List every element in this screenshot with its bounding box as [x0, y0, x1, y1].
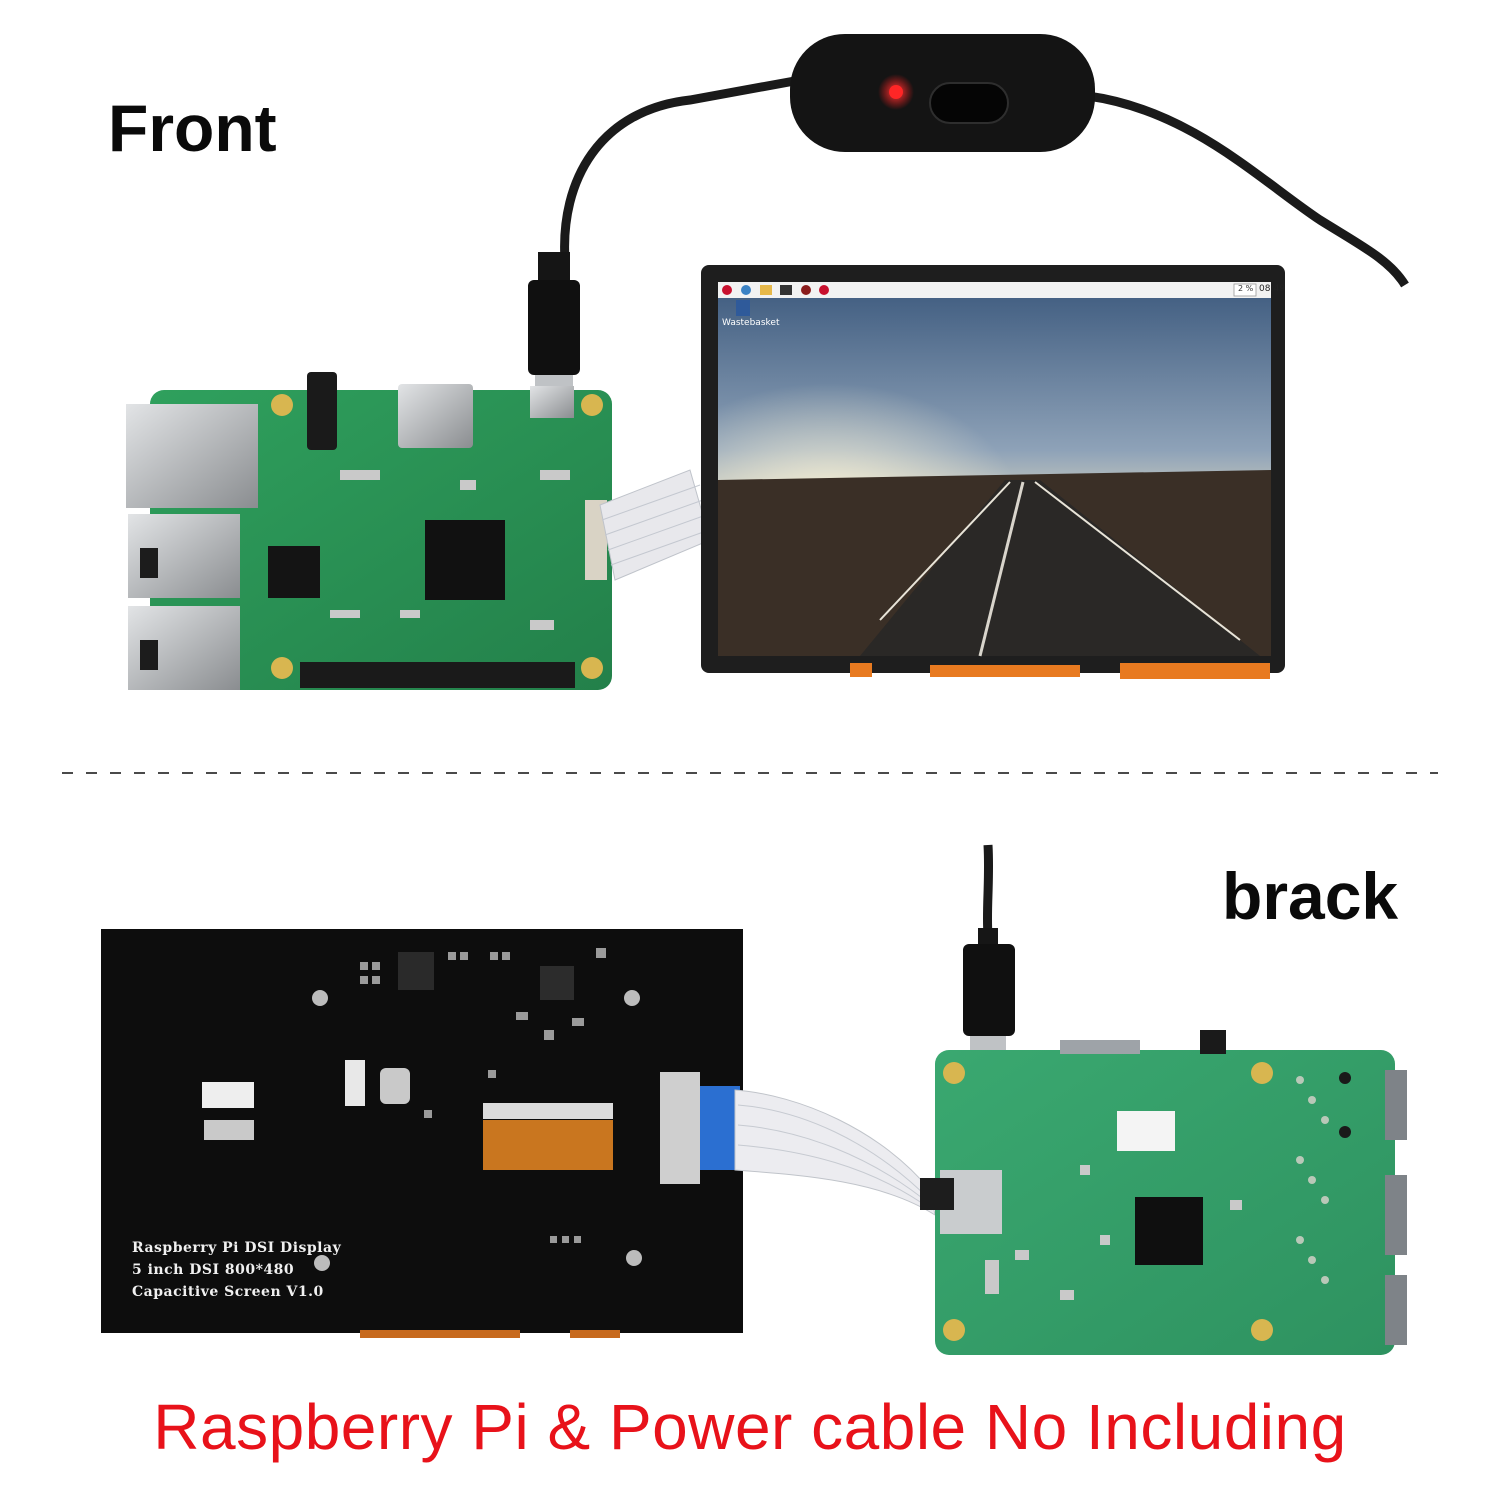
power-led: [889, 85, 903, 99]
soc-chip: [425, 520, 505, 600]
chip-ic: [398, 952, 434, 990]
soc-chip-back: [1135, 1197, 1203, 1265]
taskbar-launcher-icons: [722, 285, 829, 295]
taskbar: [718, 282, 1271, 298]
taskbar-clock: 08:49: [1259, 284, 1285, 294]
micro-usb-plug-back: [963, 944, 1015, 1036]
ethernet-port: [126, 404, 258, 508]
chip-small: [268, 546, 320, 598]
wastebasket-icon[interactable]: [736, 300, 750, 316]
display-back: [101, 929, 743, 1338]
road: [860, 480, 1260, 656]
raspberry-pi-board-front: [126, 372, 612, 690]
display-front: [701, 265, 1285, 679]
footer-notice: Raspberry Pi & Power cable No Including: [153, 1391, 1347, 1463]
ribbon-cable-back: [734, 1089, 936, 1217]
gpio-header: [300, 662, 575, 688]
hdmi-port: [398, 384, 473, 448]
fpc-connector-back: [483, 1120, 613, 1170]
back-label: brack: [1222, 859, 1399, 933]
taskbar-percent: 2 %: [1238, 284, 1254, 293]
raspberry-pi-board-back: [920, 1030, 1407, 1355]
silkscreen-line-3: Capacitive Screen V1.0: [132, 1284, 324, 1300]
power-cable-with-switch: [528, 34, 1409, 395]
power-cable-back: [963, 844, 1015, 1050]
silkscreen-line-1: Raspberry Pi DSI Display: [132, 1240, 342, 1256]
silkscreen-line-2: 5 inch DSI 800*480: [132, 1262, 295, 1278]
audio-jack: [307, 372, 337, 450]
desktop-icon-label: Wastebasket: [722, 318, 780, 328]
micro-usb-plug: [528, 280, 580, 375]
ribbon-cable-front: [599, 469, 711, 581]
fpc-connector: [930, 665, 1080, 677]
front-label: Front: [108, 91, 277, 165]
